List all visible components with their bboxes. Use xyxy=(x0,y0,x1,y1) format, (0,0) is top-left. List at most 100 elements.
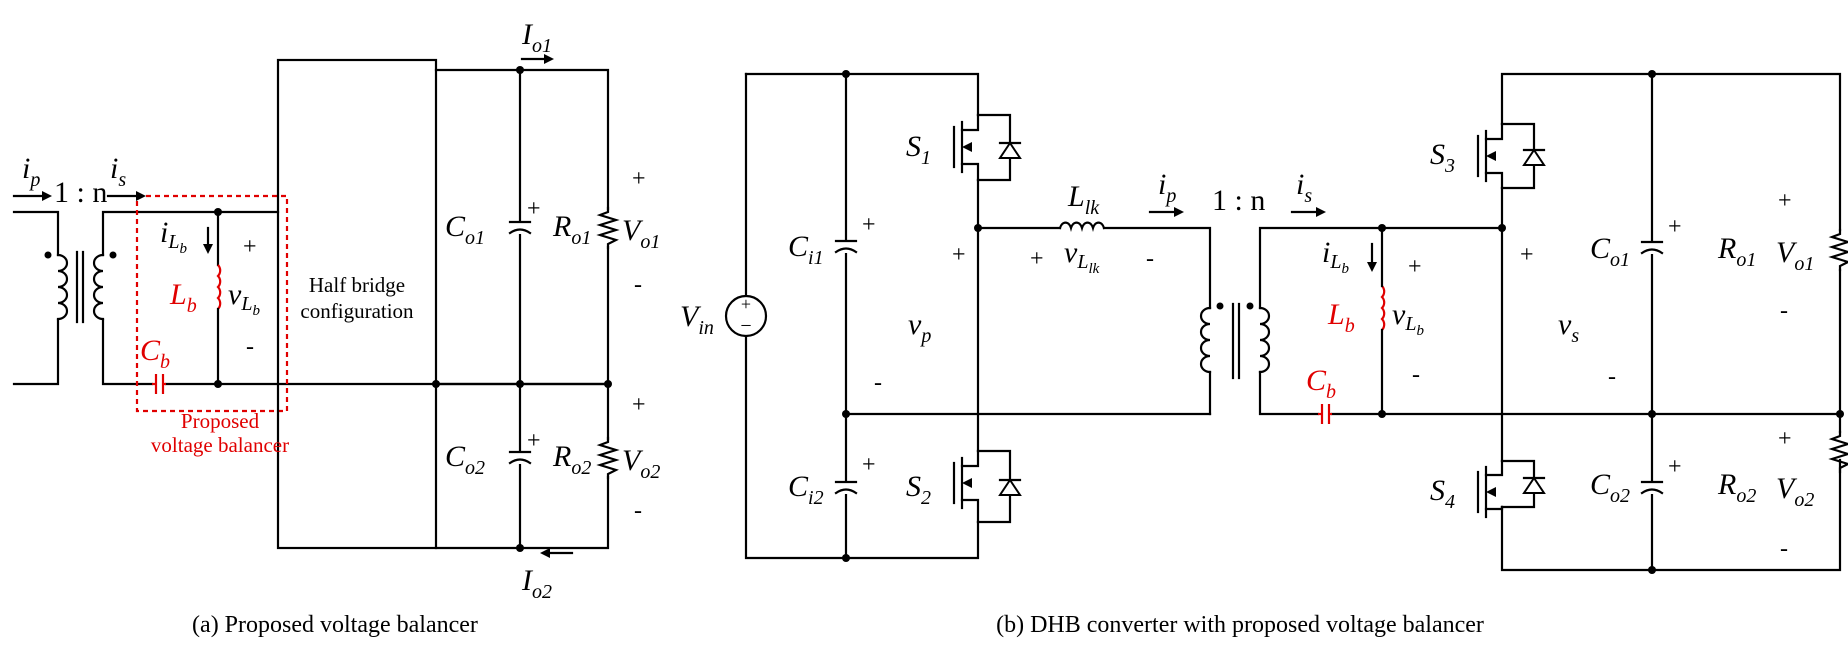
mosfet-S3 xyxy=(1476,122,1546,190)
sign-minus-Vo2-a: - xyxy=(634,498,642,524)
resistor-Ro2-a xyxy=(596,436,620,480)
arrow-is-b xyxy=(1290,207,1326,217)
transformer-secondary-coil-b xyxy=(1258,306,1271,374)
arrow-iLb-b xyxy=(1367,242,1377,272)
arrow-iLb-a xyxy=(203,226,213,254)
sign-minus-vLlk: - xyxy=(1146,246,1154,272)
label-Cb-b: Cb xyxy=(1306,364,1336,403)
label-Ro2-b: Ro2 xyxy=(1717,468,1756,507)
label-Ci1: Ci1 xyxy=(788,230,824,269)
voltage-source-Vin xyxy=(724,294,768,338)
sign-plus-vLb-b: + xyxy=(1408,254,1422,280)
svg-text:−: − xyxy=(740,315,751,337)
label-ratio-a: 1 : n xyxy=(54,176,107,209)
sign-plus-vp: + xyxy=(952,242,966,268)
label-Ro1-b: Ro1 xyxy=(1717,232,1756,271)
label-vLlk: vLlk xyxy=(1064,236,1100,277)
label-vp: vp xyxy=(908,308,931,347)
sign-minus-vs: - xyxy=(1608,364,1616,390)
caption-b: (b) DHB converter with proposed voltage … xyxy=(996,612,1484,638)
arrow-is-a xyxy=(106,191,146,201)
sign-minus-vp: - xyxy=(874,370,882,396)
label-Vin: Vin xyxy=(680,300,714,339)
sign-plus-Vo1-a: + xyxy=(632,166,646,192)
label-Io1: Io1 xyxy=(521,18,552,57)
label-is-a: is xyxy=(110,152,126,191)
label-iLb-a: iLb xyxy=(160,216,187,257)
mosfet-S4 xyxy=(1476,459,1546,519)
sign-plus-Vo2-b: + xyxy=(1778,426,1792,452)
label-vLb-a: vLb xyxy=(228,278,260,319)
label-S3: S3 xyxy=(1430,138,1455,177)
sign-plus-vLlk: + xyxy=(1030,246,1044,272)
label-Io2: Io2 xyxy=(521,564,552,603)
label-Ro1-a: Ro1 xyxy=(552,210,591,249)
balancer-label-line1: Proposed xyxy=(181,409,260,433)
sign-plus-Vo1-b: + xyxy=(1778,188,1792,214)
resistor-Ro1-a xyxy=(596,206,620,250)
label-Vo1-a: Vo1 xyxy=(622,214,660,253)
sign-minus-vLb-a: - xyxy=(246,334,254,360)
sign-plus-Co1-a: + xyxy=(527,196,541,222)
label-Lb-b: Lb xyxy=(1327,298,1355,337)
inductor-Lb-b xyxy=(1380,285,1386,331)
label-S4: S4 xyxy=(1430,474,1455,513)
label-ip-a: ip xyxy=(22,152,40,191)
label-Vo2-b: Vo2 xyxy=(1776,472,1814,511)
sign-plus-Vo2-a: + xyxy=(632,392,646,418)
label-Ro2-a: Ro2 xyxy=(552,440,591,479)
sign-plus-Ci1: + xyxy=(862,212,876,238)
transformer-primary-coil-b xyxy=(1199,306,1212,374)
label-Vo2-a: Vo2 xyxy=(622,444,660,483)
resistor-Ro1-b xyxy=(1828,228,1848,272)
label-Ci2: Ci2 xyxy=(788,470,824,509)
label-Vo1-b: Vo1 xyxy=(1776,236,1814,275)
inductor-Llk xyxy=(1058,221,1106,232)
caption-a: (a) Proposed voltage balancer xyxy=(192,612,478,638)
label-Lb-a: Lb xyxy=(169,278,197,317)
label-Co1-a: Co1 xyxy=(445,210,485,249)
label-Co1-b: Co1 xyxy=(1590,232,1630,271)
label-ip-b: ip xyxy=(1158,168,1176,207)
sign-plus-Co2-a: + xyxy=(527,428,541,454)
balancer-dashed-box xyxy=(135,194,289,413)
half-bridge-block xyxy=(276,58,438,550)
mosfet-S1 xyxy=(952,113,1022,182)
label-is-b: is xyxy=(1296,168,1312,207)
labels: ip 1 : n is iLb + Lb vLb - Cb Proposed v… xyxy=(22,18,1814,638)
sign-minus-vLb-b: - xyxy=(1412,362,1420,388)
sign-plus-vs: + xyxy=(1520,242,1534,268)
svg-text:+: + xyxy=(741,294,751,314)
sign-minus-Vo1-a: - xyxy=(634,272,642,298)
sign-plus-vLb-a: + xyxy=(243,234,257,260)
label-S1: S1 xyxy=(906,130,931,169)
label-Co2-a: Co2 xyxy=(445,440,485,479)
transformer-primary-coil xyxy=(56,253,69,321)
sign-minus-Vo1-b: - xyxy=(1780,298,1788,324)
resistor-Ro2-b xyxy=(1828,430,1848,474)
label-iLb-b: iLb xyxy=(1322,236,1349,277)
block-label-line2: configuration xyxy=(300,299,414,323)
sign-plus-Co2-b: + xyxy=(1668,454,1682,480)
sign-plus-Ci2: + xyxy=(862,452,876,478)
mosfet-S2 xyxy=(952,449,1022,524)
label-ratio-b: 1 : n xyxy=(1212,184,1265,217)
arrow-Io1-a xyxy=(520,54,554,64)
arrow-ip-b xyxy=(1148,207,1184,217)
balancer-label-line2: voltage balancer xyxy=(151,433,289,457)
label-Co2-b: Co2 xyxy=(1590,468,1630,507)
diagram-a xyxy=(12,54,620,558)
sign-plus-Co1-b: + xyxy=(1668,214,1682,240)
label-vs: vs xyxy=(1558,308,1579,347)
transformer-secondary-coil xyxy=(92,253,105,321)
label-vLb-b: vLb xyxy=(1392,298,1424,339)
block-label-line1: Half bridge xyxy=(309,273,405,297)
label-Llk: Llk xyxy=(1067,180,1100,219)
label-Cb-a: Cb xyxy=(140,334,170,373)
label-S2: S2 xyxy=(906,470,931,509)
arrow-Io2-a xyxy=(540,548,574,558)
inductor-Lb-a xyxy=(216,264,222,310)
sign-minus-Vo2-b: - xyxy=(1780,536,1788,562)
arrow-ip-a xyxy=(12,191,52,201)
